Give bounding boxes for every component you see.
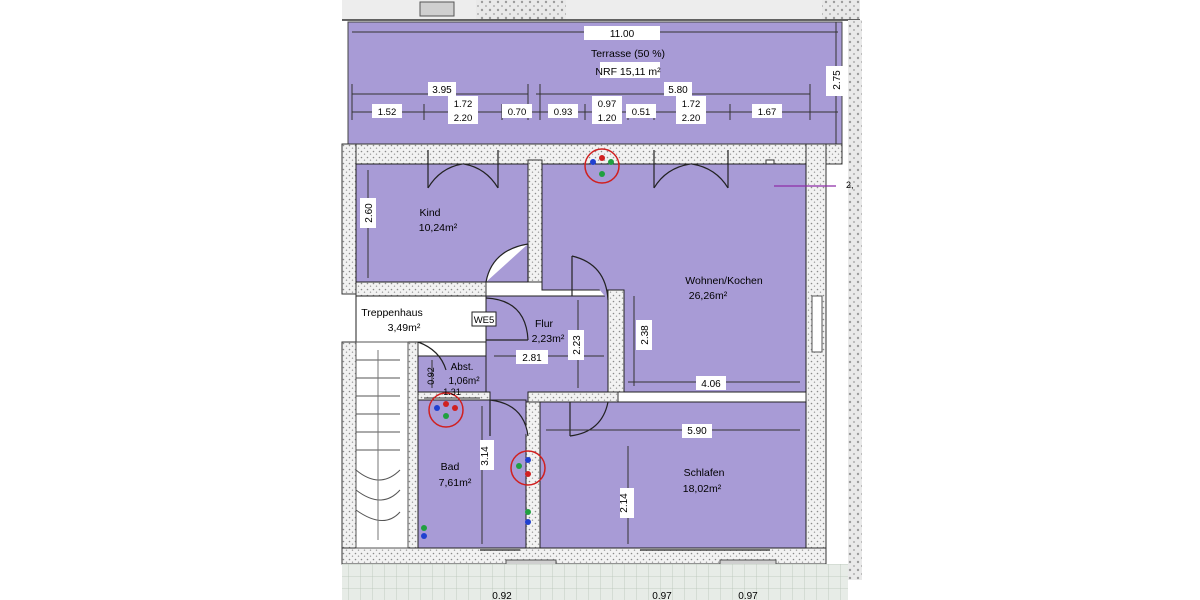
wohnen-dim-h: 4.06 xyxy=(701,379,721,390)
label-backgrounds xyxy=(360,26,844,518)
plumbing-icon xyxy=(510,450,546,486)
segment-label: 1.20 xyxy=(598,113,617,124)
kind-dim: 2.60 xyxy=(364,203,375,223)
bottom-dim: 0.92 xyxy=(492,591,512,600)
terrace-right-width: 5.80 xyxy=(668,85,688,96)
right-exterior-wall xyxy=(848,20,862,580)
top-window xyxy=(419,1,455,17)
wohnen-area: 26,26m² xyxy=(689,290,728,302)
bottom-dim: 0.97 xyxy=(652,591,672,600)
unit-tag: WE5 xyxy=(474,315,495,326)
bottom-balcony-tiles xyxy=(342,564,848,600)
room-abst xyxy=(417,355,487,393)
abst-dim-h: 1.31 xyxy=(443,387,461,397)
abst-name: Abst. xyxy=(451,362,474,373)
treppenhaus-name: Treppenhaus xyxy=(361,307,423,319)
segment-label: 0.93 xyxy=(554,107,573,118)
terrace-area-value: NRF 15,11 m² xyxy=(595,66,661,78)
wohnen-dim-v: 2.38 xyxy=(640,325,651,345)
segment-label: 1.72 xyxy=(682,99,701,110)
room-bad xyxy=(417,399,527,549)
segment-label: 1.72 xyxy=(454,99,473,110)
abst-area: 1,06m² xyxy=(448,376,480,387)
staircase xyxy=(355,341,409,549)
bad-name: Bad xyxy=(441,461,460,473)
bad-dim-v: 3.14 xyxy=(480,446,491,466)
flur-name: Flur xyxy=(535,318,554,330)
wohnen-name: Wohnen/Kochen xyxy=(685,275,763,287)
room-schlafen xyxy=(539,401,807,549)
segment-label: 1.52 xyxy=(378,107,397,118)
segment-label: 0.51 xyxy=(632,107,651,118)
bad-area: 7,61m² xyxy=(439,477,472,489)
kind-area: 10,24m² xyxy=(419,222,458,234)
room-treppenhaus xyxy=(355,295,487,343)
room-wohnen xyxy=(541,163,807,393)
plumbing-icon xyxy=(584,148,620,184)
doors xyxy=(417,150,770,551)
schlafen-area: 18,02m² xyxy=(683,483,722,495)
unit-tag-box xyxy=(471,311,497,327)
terrace-name: Terrasse (50 %) xyxy=(591,48,665,60)
bottom-dim: 0.97 xyxy=(738,591,758,600)
top-hatch-block xyxy=(476,0,566,20)
terrace-left-width: 3.95 xyxy=(432,85,452,96)
flur-area: 2,23m² xyxy=(532,333,565,345)
schlafen-dim-h: 5.90 xyxy=(687,426,707,437)
terrace-segments: 1.52 1.72 2.20 0.70 0.93 0.97 1.20 0.51 … xyxy=(378,99,777,124)
flur-dim-v: 2.23 xyxy=(572,335,583,355)
schlafen-name: Schlafen xyxy=(684,467,725,479)
edge-label: 2, xyxy=(846,180,854,190)
segment-label: 0.70 xyxy=(508,107,527,118)
schlafen-dim-v: 2.14 xyxy=(619,493,630,513)
segment-label: 1.67 xyxy=(758,107,777,118)
kind-name: Kind xyxy=(419,207,440,219)
abst-dim-v: 0.92 xyxy=(426,367,436,385)
segment-label: 2.20 xyxy=(454,113,473,124)
segment-label: 2.20 xyxy=(682,113,701,124)
terrace-total-width: 11.00 xyxy=(610,29,635,40)
plumbing-symbols xyxy=(421,148,620,539)
top-hatch-block-right xyxy=(822,0,860,20)
flur-dim-h: 2.81 xyxy=(522,353,542,364)
segment-label: 0.97 xyxy=(598,99,617,110)
walls xyxy=(341,143,843,565)
treppenhaus-area: 3,49m² xyxy=(388,322,421,334)
plumbing-icon xyxy=(428,392,464,428)
right-window xyxy=(811,295,823,353)
top-wall-strip xyxy=(342,0,860,20)
terrace-area xyxy=(347,21,843,145)
terrace-depth: 2.75 xyxy=(832,70,843,90)
rooms xyxy=(355,163,807,549)
